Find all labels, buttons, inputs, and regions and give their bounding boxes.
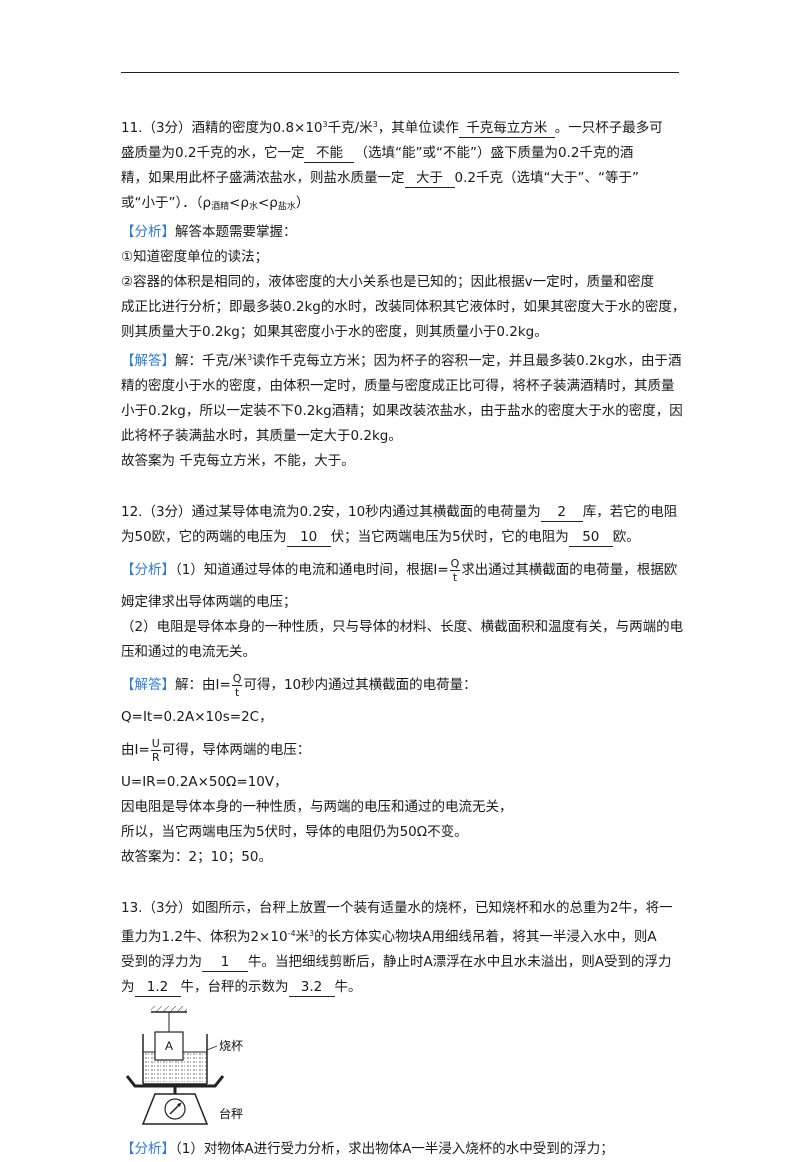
q12-answer-3: 50 [568, 529, 613, 547]
q12-final-answer: 故答案为：2；10；50。 [121, 849, 272, 865]
document-body: 11.（3分）酒精的密度为0.8×103千克/米3，其单位读作千克每立方米。一只… [121, 112, 685, 1162]
header-rule [121, 72, 679, 73]
q13-analysis: 【分析】（1）对物体A进行受力分析，求出物体A一半浸入烧杯的水中受到的浮力； [121, 1141, 614, 1157]
beaker-scale-figure: A 烧杯 台秤 [125, 1006, 243, 1125]
q13-answer-3: 3.2 [288, 979, 335, 997]
q13-stem-line-2: 重力为1.2牛、体积为2×10-4米3的长方体实心物块A用细线吊着，将其一半浸入… [121, 929, 657, 945]
q11-final-answer: 故答案为 千克每立方米，不能，大于。 [121, 453, 355, 469]
q11-stem-line-1: 11.（3分）酒精的密度为0.8×103千克/米3，其单位读作千克每立方米。一只… [121, 120, 663, 138]
question-13: 13.（3分）如图所示，台秤上放置一个装有适量水的烧杯，已知烧杯和水的总重为2牛… [121, 896, 683, 1162]
q11-solution: 【解答】解：千克/米3读作千克每立方米；因为杯子的容积一定，并且最多装0.2kg… [121, 353, 682, 369]
block-a: A [154, 1031, 184, 1061]
q11-answer-2: 不能 [304, 145, 355, 163]
solution-tag: 【解答】 [121, 353, 175, 369]
label-beaker: 烧杯 [219, 1039, 243, 1053]
q12-answer-2: 10 [286, 529, 331, 547]
svg-text:A: A [165, 1039, 173, 1053]
analysis-tag: 【分析】 [121, 1141, 175, 1157]
q11-stem-line-4: 或“小于”）．（ρ酒精<ρ水<ρ盐水） [121, 195, 310, 212]
ceiling-support [151, 1006, 187, 1013]
q11-answer-3: 大于 [404, 170, 455, 188]
q11-stem-line-2: 盛质量为0.2千克的水，它一定不能（选填“能”或“不能”）盛下质量为0.2千克的… [121, 145, 634, 163]
analysis-tag: 【分析】 [121, 562, 175, 578]
q12-answer-1: 2 [540, 504, 583, 522]
label-scale: 台秤 [219, 1106, 243, 1121]
q13-answer-1: 1 [202, 954, 248, 972]
q11-analysis: 【分析】解答本题需要掌握： [121, 224, 297, 240]
solution-tag: 【解答】 [121, 677, 175, 693]
scale-base [141, 1093, 209, 1125]
q11-answer-1: 千克每立方米 [458, 120, 555, 138]
q13-answer-2: 1.2 [134, 979, 181, 997]
analysis-tag: 【分析】 [121, 224, 175, 240]
question-11: 11.（3分）酒精的密度为0.8×103千克/米3，其单位读作千克每立方米。一只… [121, 112, 685, 474]
